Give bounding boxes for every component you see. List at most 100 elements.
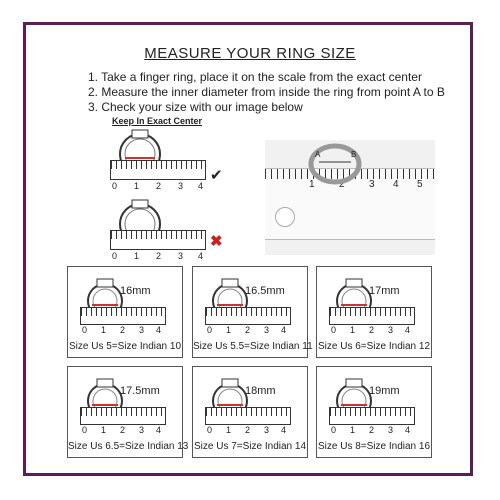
size-us-value: 6.5 <box>105 441 120 452</box>
size-text: Size Us 8=Size Indian 16 <box>317 441 431 452</box>
size-card: 16mm 0 1 2 3 4 Size Us 5=Size Indian 10 <box>67 266 183 358</box>
ruler-label: 0 <box>207 425 213 435</box>
ruler-label: 0 <box>112 181 118 191</box>
ring-icon <box>336 378 372 417</box>
size-card: 17mm 0 1 2 3 4 Size Us 6=Size Indian 12 <box>316 266 432 358</box>
size-indian-label: =Size Indian <box>111 341 170 352</box>
size-us-label: Size Us <box>193 341 231 352</box>
page-title: MEASURE YOUR RING SIZE <box>144 45 356 62</box>
ruler-label: 2 <box>369 325 375 335</box>
size-us-label: Size Us <box>193 441 232 452</box>
ruler-label: 2 <box>156 251 162 261</box>
size-text: Size Us 6.5=Size Indian 13 <box>68 441 188 452</box>
ruler-label: 1 <box>101 425 107 435</box>
ruler-label: 0 <box>82 425 88 435</box>
mm-value: 16.5mm <box>245 285 285 297</box>
size-indian-value: 14 <box>294 441 307 452</box>
mm-value: 19mm <box>369 385 400 397</box>
hole <box>275 207 295 227</box>
size-card: 16.5mm 0 1 2 3 4 Size Us 5.5=Size Indian… <box>192 266 313 358</box>
ruler-label: 0 <box>207 325 213 335</box>
ruler-label: 0 <box>82 325 88 335</box>
ruler-label: 3 <box>178 251 184 261</box>
ruler-label: 1 <box>226 325 232 335</box>
size-indian-value: 10 <box>169 341 182 352</box>
ruler-label: 3 <box>264 325 270 335</box>
ruler <box>205 307 291 325</box>
ruler-label: 3 <box>388 325 394 335</box>
ruler-label: 4 <box>281 425 287 435</box>
photo-ruler-label: 3 <box>369 179 375 190</box>
size-us-label: Size Us <box>68 441 106 452</box>
step-1: 1. Take a finger ring, place it on the s… <box>88 70 422 84</box>
ruler-photo: 1 2 3 4 5 A B <box>265 140 435 255</box>
size-us-value: 6 <box>355 341 361 352</box>
ruler-label: 1 <box>134 251 140 261</box>
ruler <box>329 407 415 425</box>
size-us-value: 8 <box>355 441 361 452</box>
incorrect-example: 0 1 2 3 4 <box>110 196 220 261</box>
mm-value: 17mm <box>369 285 400 297</box>
ruler <box>80 407 166 425</box>
step-2: 2. Measure the inner diameter from insid… <box>88 85 445 99</box>
mm-value: 17.5mm <box>120 385 160 397</box>
size-indian-label: =Size Indian <box>360 341 419 352</box>
ruler-label: 0 <box>331 325 337 335</box>
size-indian-label: =Size Indian <box>236 441 295 452</box>
size-us-label: Size Us <box>317 341 356 352</box>
check-icon: ✔ <box>210 167 223 184</box>
keep-center-label: Keep In Exact Center <box>112 116 203 126</box>
size-text: Size Us 5.5=Size Indian 11 <box>193 341 313 352</box>
size-us-label: Size Us <box>317 441 356 452</box>
ruler <box>80 307 166 325</box>
ruler-label: 1 <box>134 181 140 191</box>
ring-icon <box>212 278 248 317</box>
instructions-list: 1. Take a finger ring, place it on the s… <box>88 70 445 115</box>
correct-example: 0 1 2 3 4 <box>110 128 220 191</box>
photo-ruler-label: 5 <box>417 179 423 190</box>
ruler-label: 3 <box>388 425 394 435</box>
ruler-label: 4 <box>198 181 204 191</box>
cross-icon: ✖ <box>210 233 223 250</box>
ruler-label: 2 <box>156 181 162 191</box>
ruler-label: 3 <box>264 425 270 435</box>
size-us-value: 5.5 <box>230 341 245 352</box>
ruler-label: 1 <box>101 325 107 335</box>
ruler-label: 2 <box>245 325 251 335</box>
ruler-label: 3 <box>139 325 145 335</box>
size-indian-label: =Size Indian <box>360 441 419 452</box>
size-us-value: 5 <box>106 341 112 352</box>
ruler-label: 2 <box>245 425 251 435</box>
photo-ruler-label: 4 <box>393 179 399 190</box>
step-3: 3. Check your size with our image below <box>88 100 303 114</box>
ring-icon <box>87 378 123 417</box>
ruler-label: 0 <box>331 425 337 435</box>
size-indian-label: =Size Indian <box>119 441 178 452</box>
ruler-label: 3 <box>178 181 184 191</box>
ruler-label: 3 <box>139 425 145 435</box>
size-card: 19mm 0 1 2 3 4 Size Us 8=Size Indian 16 <box>316 366 432 458</box>
ruler-label: 2 <box>120 425 126 435</box>
size-us-value: 7 <box>231 441 237 452</box>
size-card: 17.5mm 0 1 2 3 4 Size Us 6.5=Size Indian… <box>67 366 188 458</box>
size-text: Size Us 7=Size Indian 14 <box>193 441 307 452</box>
size-text: Size Us 6=Size Indian 12 <box>317 341 431 352</box>
ruler <box>329 307 415 325</box>
photo-ruler-label: 1 <box>309 179 315 190</box>
ruler-label: 2 <box>369 425 375 435</box>
ruler <box>110 230 206 250</box>
size-text: Size Us 5=Size Indian 10 <box>68 341 182 352</box>
ruler-label: 4 <box>156 425 162 435</box>
size-indian-value: 12 <box>418 341 431 352</box>
size-card: 18mm 0 1 2 3 4 Size Us 7=Size Indian 14 <box>192 366 308 458</box>
ruler-label: 1 <box>350 325 356 335</box>
ring-icon <box>119 129 161 164</box>
ruler-label: 4 <box>405 325 411 335</box>
ring-icon <box>119 199 161 236</box>
ruler-label: 4 <box>281 325 287 335</box>
size-indian-value: 16 <box>418 441 431 452</box>
ruler-label: 4 <box>156 325 162 335</box>
ruler <box>110 160 206 180</box>
ruler-label: 4 <box>405 425 411 435</box>
ruler-label: 2 <box>120 325 126 335</box>
